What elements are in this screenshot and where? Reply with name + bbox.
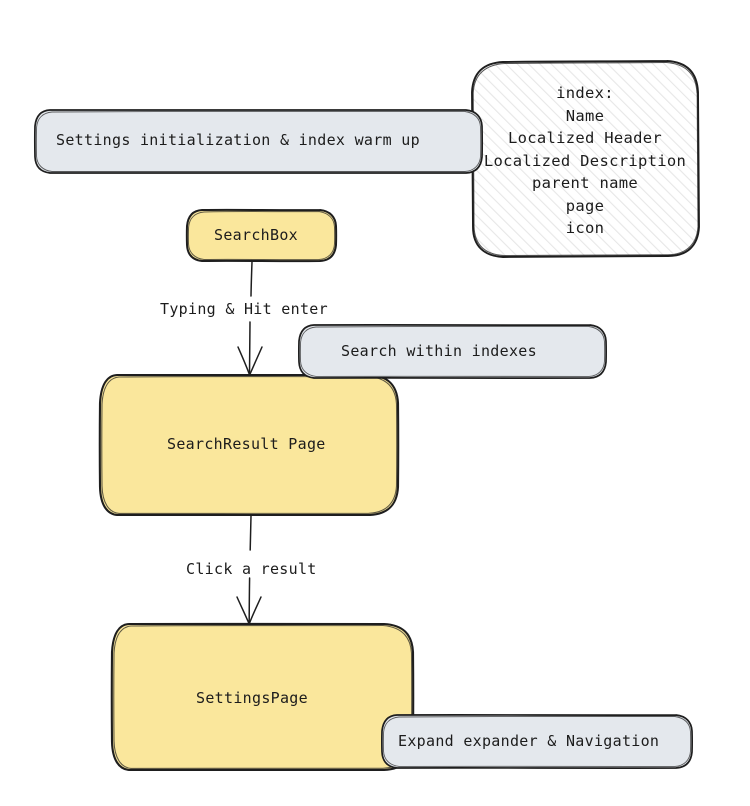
- index-line-1: Name: [565, 106, 605, 125]
- index-line-4: parent name: [532, 174, 638, 192]
- node-searchbox-label: SearchBox: [214, 226, 298, 244]
- edge-typing-hit-enter-label: Typing & Hit enter: [160, 300, 328, 318]
- node-settingspage-hit[interactable]: [112, 624, 413, 770]
- index-box-hit[interactable]: [472, 61, 699, 257]
- note-expand-navigation-label: Expand expander & Navigation: [398, 732, 660, 750]
- node-searchresult-page[interactable]: [98, 373, 400, 517]
- index-line-6: icon: [565, 219, 605, 237]
- index-line-2: Localized Header: [507, 129, 663, 147]
- note-initialization-hit[interactable]: [35, 110, 482, 173]
- index-box[interactable]: [471, 60, 700, 258]
- note-search-within-indexes-label: Search within indexes: [341, 342, 537, 360]
- index-box-text: index: Name Localized Header Localized D…: [472, 84, 698, 244]
- node-searchbox-hit[interactable]: [187, 210, 336, 261]
- node-searchresult-page-label: SearchResult Page: [167, 435, 326, 453]
- note-expand-navigation-hit[interactable]: [382, 715, 692, 768]
- index-line-3: Localized Description: [483, 151, 687, 170]
- node-settingspage-label: SettingsPage: [196, 689, 308, 707]
- note-initialization[interactable]: [33, 109, 484, 174]
- note-search-within-indexes-hit[interactable]: [299, 325, 606, 378]
- edge-typing-hit-enter: [237, 261, 263, 376]
- note-expand-navigation[interactable]: [381, 714, 693, 769]
- node-searchbox[interactable]: [185, 208, 338, 263]
- index-line-5: page: [565, 196, 605, 215]
- node-settingspage[interactable]: [110, 622, 415, 772]
- note-initialization-label: Settings initialization & index warm up: [56, 131, 420, 149]
- node-searchresult-page-hit[interactable]: [100, 375, 398, 515]
- note-search-within-indexes[interactable]: [298, 324, 607, 379]
- edge-click-a-result-label: Click a result: [186, 560, 317, 578]
- edge-click-a-result: [236, 515, 262, 625]
- index-line-0: index:: [556, 84, 614, 102]
